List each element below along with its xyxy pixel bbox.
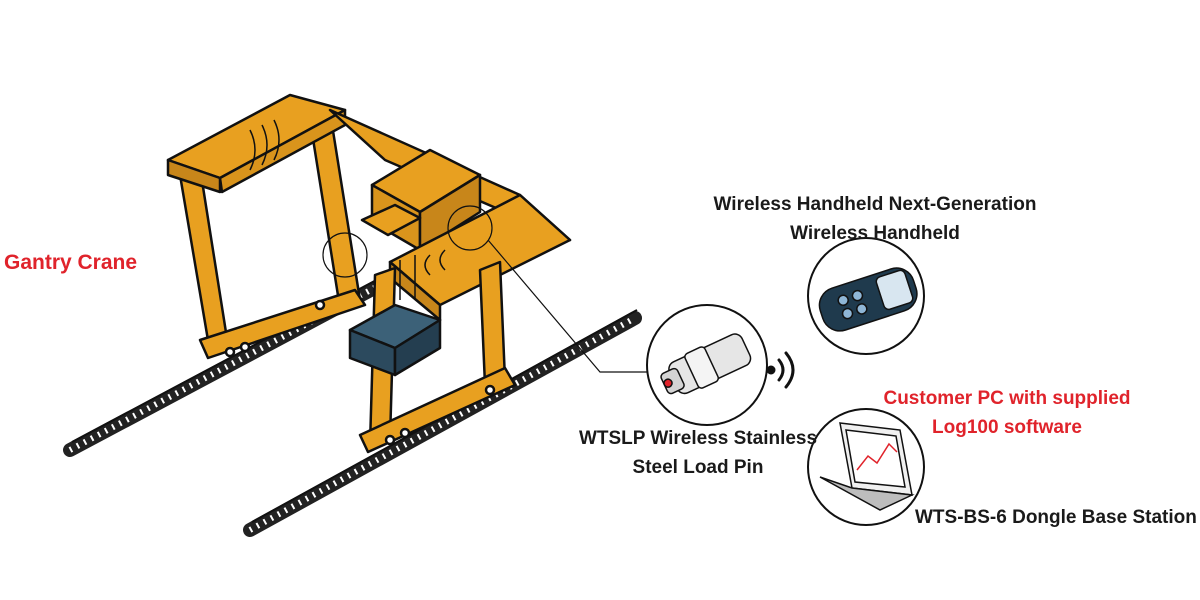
handheld-label-line-1: Wireless Handheld Next-Generation	[713, 194, 1037, 215]
customer-pc-label-line-1: Customer PC with supplied	[883, 388, 1131, 409]
handheld-device-icon	[807, 237, 925, 355]
wireless-signal-icon	[766, 351, 795, 389]
load-pin-label-line-1: WTSLP Wireless Stainless	[578, 428, 818, 449]
gantry-crane-illustration	[166, 93, 572, 454]
base-station-label: WTS-BS-6 Dongle Base Station	[915, 507, 1197, 528]
rail-track-front	[243, 309, 642, 537]
handheld-label-line-2: Wireless Handheld	[790, 223, 960, 244]
load-pin-label-line-2: Steel Load Pin	[632, 457, 764, 478]
gantry-crane-label: Gantry Crane	[4, 251, 138, 274]
handheld-label: Wireless Handheld Next-Generation Wirele…	[700, 190, 1050, 248]
laptop-icon	[807, 408, 925, 526]
load-pin-icon	[646, 304, 768, 426]
load-pin-label: WTSLP Wireless Stainless Steel Load Pin	[568, 424, 828, 482]
customer-pc-label: Customer PC with supplied Log100 softwar…	[872, 384, 1142, 442]
customer-pc-label-line-2: Log100 software	[932, 417, 1082, 438]
leader-line	[487, 239, 648, 373]
